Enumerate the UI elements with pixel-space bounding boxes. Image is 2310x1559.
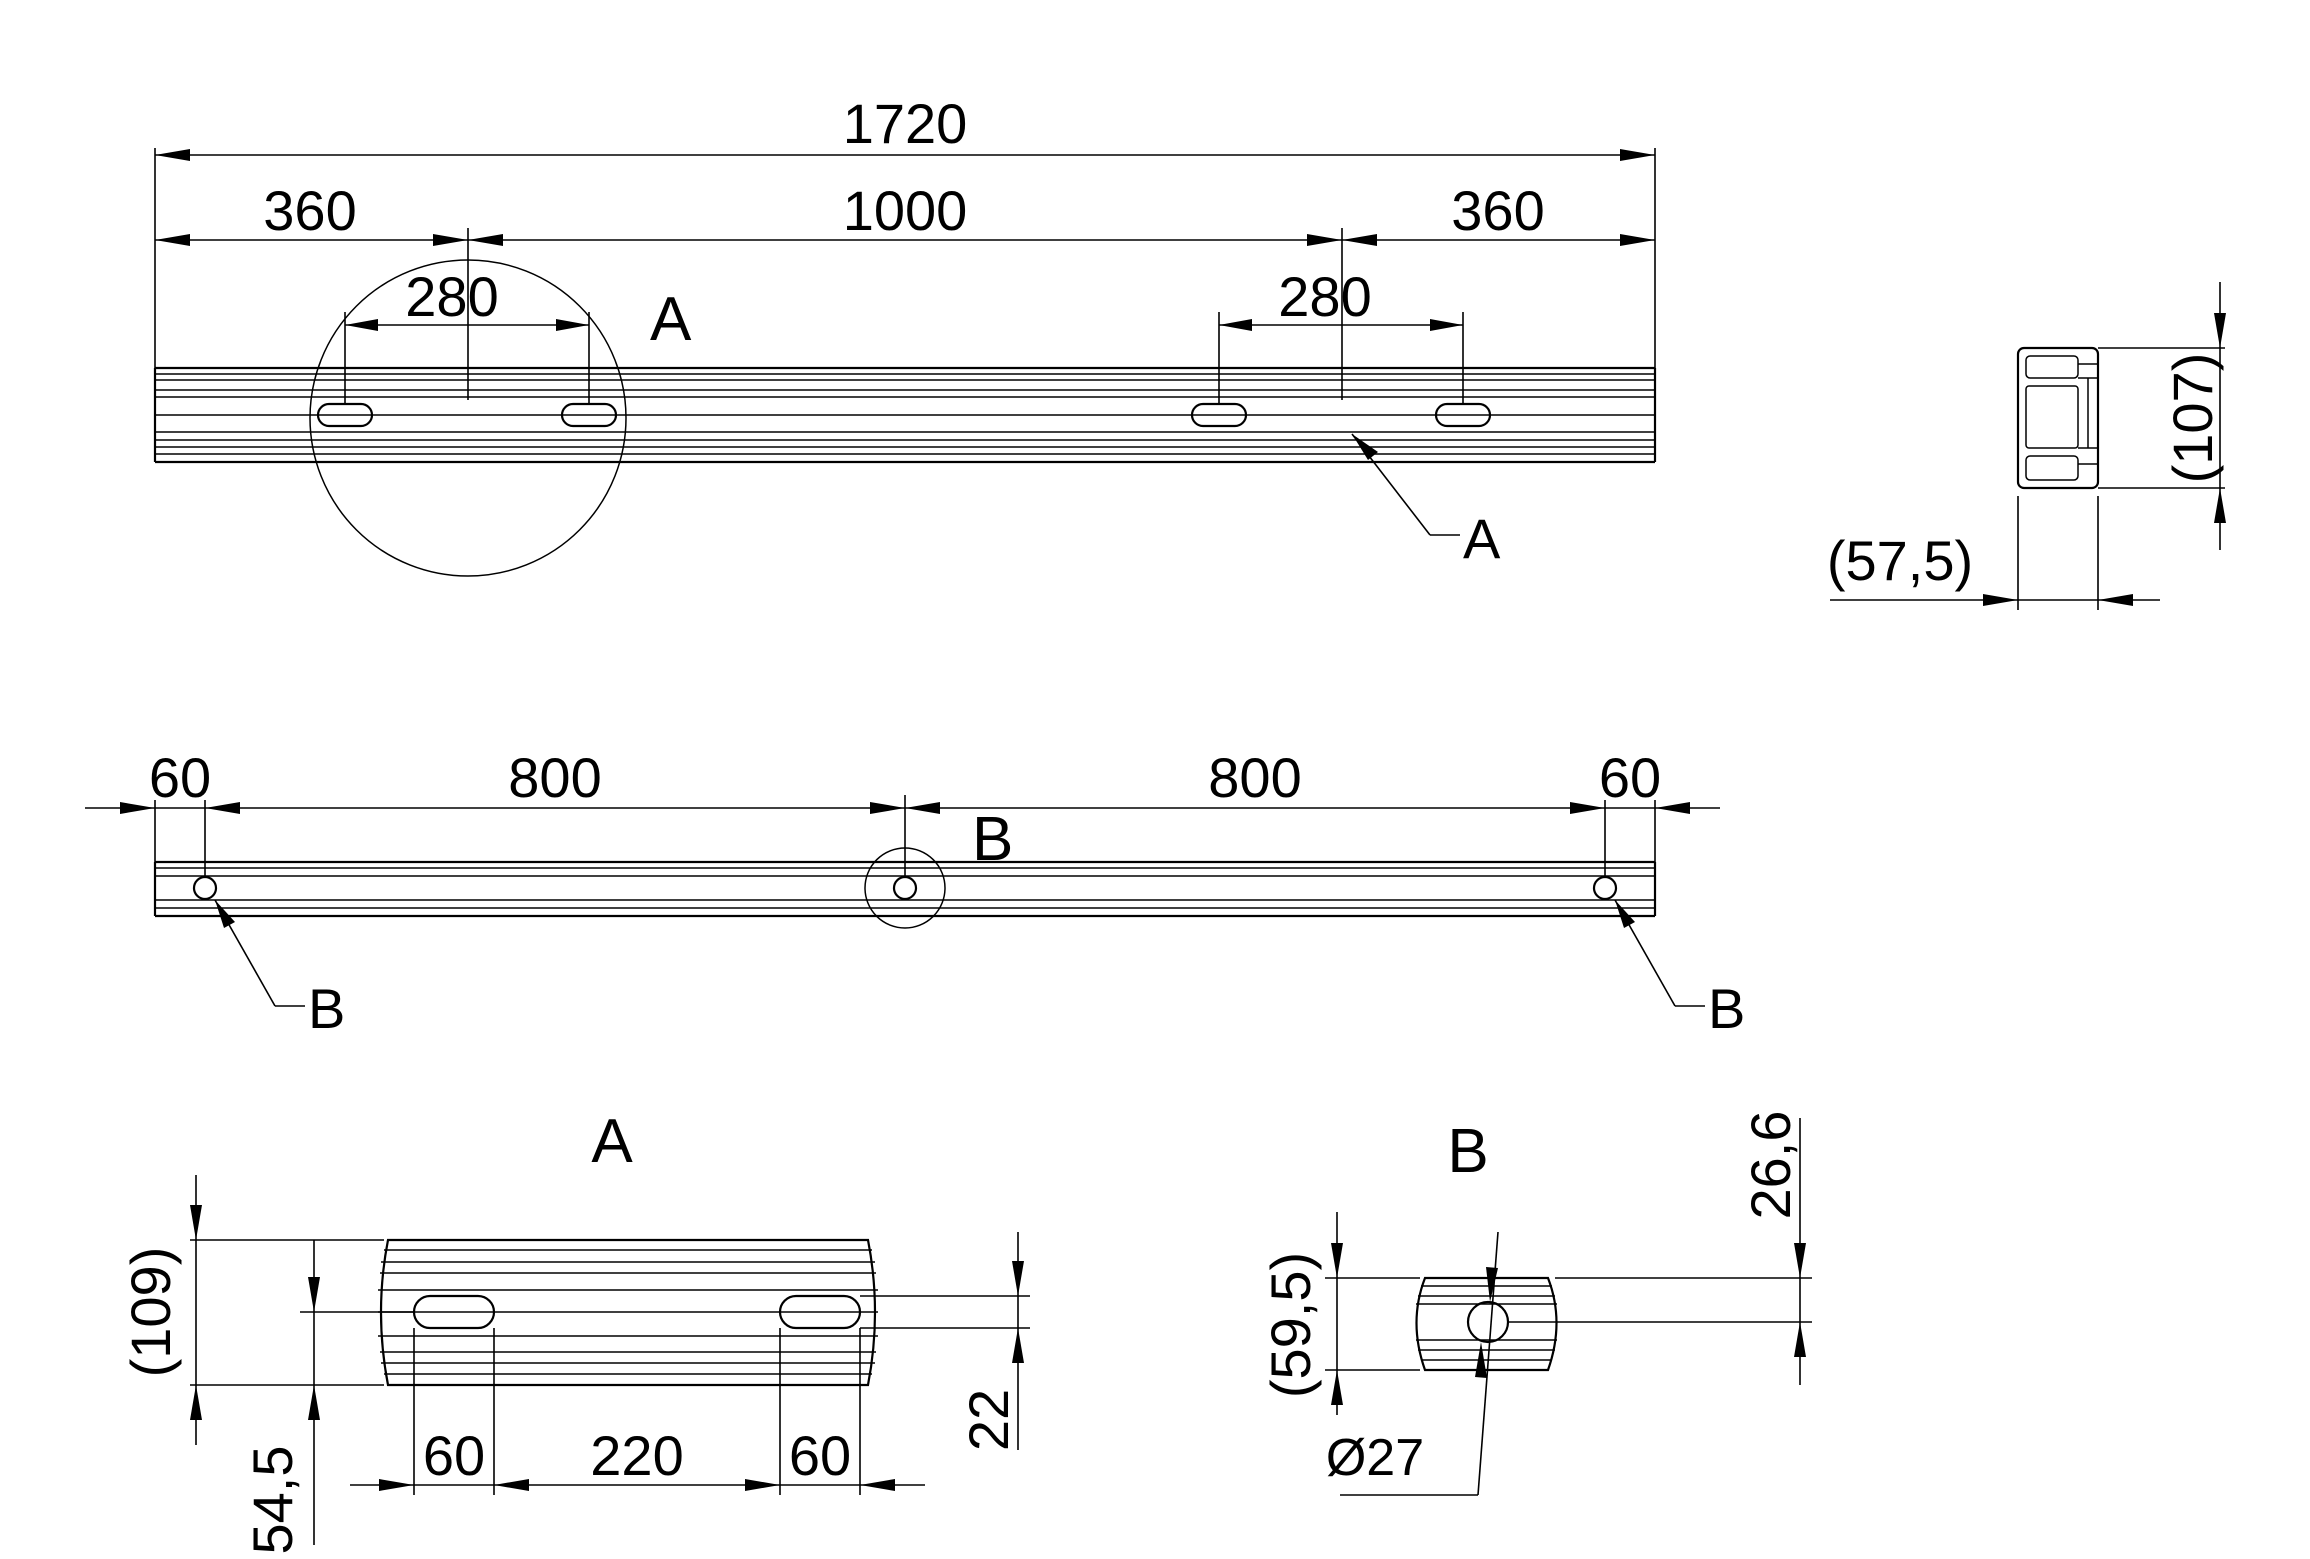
svg-text:54,5: 54,5 bbox=[241, 1446, 304, 1555]
side-view: B 60 800 800 60 B bbox=[85, 746, 1745, 1040]
dim-detail-a-slot-center: 54,5 bbox=[241, 1240, 414, 1555]
profile-section bbox=[2016, 346, 2100, 490]
svg-text:B: B bbox=[308, 977, 345, 1040]
svg-text:360: 360 bbox=[1451, 179, 1544, 242]
svg-text:A: A bbox=[1463, 507, 1501, 570]
svg-text:800: 800 bbox=[1208, 746, 1301, 809]
detail-circle-a-label: A bbox=[650, 285, 692, 354]
detail-b: B (59,5) 26,6 bbox=[1259, 1111, 1812, 1496]
svg-text:1000: 1000 bbox=[843, 179, 968, 242]
detail-circle-b-label: B bbox=[972, 805, 1013, 874]
dim-chain-side: 60 800 800 60 bbox=[85, 746, 1720, 878]
slot bbox=[778, 1294, 862, 1330]
svg-text:Ø27: Ø27 bbox=[1326, 1429, 1424, 1487]
svg-text:(57,5): (57,5) bbox=[1827, 529, 1973, 592]
svg-text:(109): (109) bbox=[119, 1247, 182, 1378]
detail-a-title: A bbox=[591, 1107, 633, 1176]
svg-text:280: 280 bbox=[405, 265, 498, 328]
svg-text:(59,5): (59,5) bbox=[1259, 1252, 1322, 1398]
cross-section: (107) (57,5) bbox=[1827, 282, 2226, 610]
svg-text:60: 60 bbox=[149, 746, 211, 809]
svg-text:220: 220 bbox=[590, 1424, 683, 1487]
leader-a: A bbox=[1351, 433, 1501, 570]
leader-b-right: B bbox=[1614, 899, 1745, 1040]
top-view: A 1720 360 1000 360 bbox=[153, 92, 1657, 577]
svg-text:360: 360 bbox=[263, 179, 356, 242]
detail-b-body bbox=[1415, 1276, 1558, 1372]
dim-detail-b-diameter: Ø27 bbox=[1326, 1231, 1499, 1496]
detail-a-body bbox=[378, 1238, 878, 1387]
dim-detail-b-height: (59,5) bbox=[1259, 1212, 1420, 1415]
svg-text:60: 60 bbox=[423, 1424, 485, 1487]
svg-text:B: B bbox=[1708, 977, 1745, 1040]
dim-detail-a-slot-width: 22 bbox=[860, 1232, 1030, 1451]
svg-text:60: 60 bbox=[1599, 746, 1661, 809]
leader-b-left: B bbox=[214, 899, 345, 1040]
hole bbox=[1592, 875, 1618, 901]
dim-slot-pitch-right: 280 bbox=[1218, 265, 1464, 404]
dim-detail-a-height: (109) bbox=[119, 1175, 384, 1445]
svg-text:26,6: 26,6 bbox=[1739, 1111, 1802, 1220]
hole bbox=[192, 875, 218, 901]
dim-detail-b-hole-offset: 26,6 bbox=[1508, 1111, 1812, 1385]
svg-text:1720: 1720 bbox=[843, 92, 968, 155]
detail-a: A (109) 5 bbox=[119, 1107, 1030, 1555]
detail-b-title: B bbox=[1447, 1117, 1488, 1186]
dim-section-width: (57,5) bbox=[1827, 496, 2160, 610]
profile-bar-top bbox=[153, 366, 1657, 464]
svg-text:800: 800 bbox=[508, 746, 601, 809]
svg-text:60: 60 bbox=[789, 1424, 851, 1487]
svg-text:280: 280 bbox=[1278, 265, 1371, 328]
dim-section-height: (107) bbox=[2098, 282, 2226, 550]
hole bbox=[1466, 1300, 1510, 1344]
dim-detail-a-slots: 60 220 60 bbox=[350, 1328, 925, 1495]
dim-overall: 1720 bbox=[154, 92, 1656, 368]
svg-text:(107): (107) bbox=[2161, 353, 2224, 484]
hole bbox=[892, 875, 918, 901]
dim-slot-pitch-left: 280 bbox=[344, 265, 590, 404]
svg-text:22: 22 bbox=[957, 1389, 1020, 1451]
dim-chain-top: 360 1000 360 bbox=[155, 179, 1655, 400]
